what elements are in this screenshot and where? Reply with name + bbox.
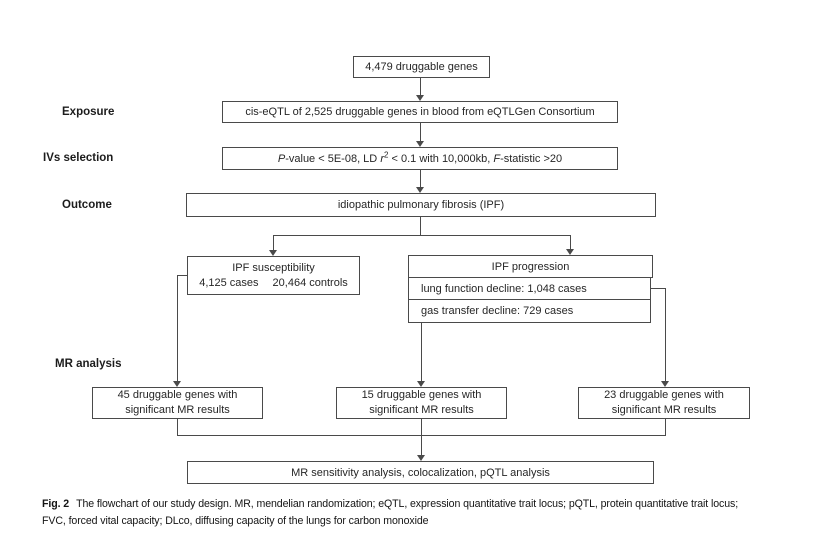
box-sensitivity-analysis-text: MR sensitivity analysis, colocalization,… [291, 466, 550, 479]
arrowhead-outcome [416, 187, 424, 193]
arrowhead-mr1 [173, 381, 181, 387]
box-druggable-genes-text: 4,479 druggable genes [365, 61, 478, 73]
box-mr1-line1: 45 druggable genes with [117, 389, 238, 401]
connector-susceptibility-to-mr1 [177, 275, 178, 381]
box-druggable-genes: 4,479 druggable genes [353, 56, 490, 78]
box-mr3-line1: 23 druggable genes with [604, 389, 724, 401]
box-lung-function-decline: lung function decline: 1,048 cases [408, 277, 651, 300]
box-lung-function-decline-text: lung function decline: 1,048 cases [421, 282, 587, 295]
row-label-mr-analysis: MR analysis [55, 358, 122, 370]
box-mr3-line2: significant MR results [611, 404, 717, 416]
box-mr-results-lung-function: 15 druggable genes with significant MR r… [336, 387, 507, 419]
arrowhead-susceptibility [269, 250, 277, 256]
box-mr-results-susceptibility: 45 druggable genes with significant MR r… [92, 387, 263, 419]
connector-lung-function-to-mr3 [665, 288, 666, 381]
row-label-outcome: Outcome [62, 199, 112, 211]
arrowhead-mr2 [417, 381, 425, 387]
box-mr2-line2: significant MR results [369, 404, 474, 416]
box-outcome: idiopathic pulmonary fibrosis (IPF) [186, 193, 656, 217]
figure-caption-label: Fig. 2 [42, 498, 70, 510]
row-label-exposure: Exposure [62, 106, 115, 118]
connector-mr1-stub [177, 419, 178, 436]
figure-caption-line2: FVC, forced vital capacity; DLco, diffus… [42, 515, 429, 527]
box-gas-transfer-decline-text: gas transfer decline: 729 cases [421, 305, 574, 317]
box-ivs-criteria-text: P-value < 5E-08, LD r2 < 0.1 with 10,000… [277, 149, 563, 165]
box-exposure: cis-eQTL of 2,525 druggable genes in blo… [222, 101, 618, 123]
arrowhead-ivs [416, 141, 424, 147]
arrowhead-bottom [417, 455, 425, 461]
box-outcome-text: idiopathic pulmonary fibrosis (IPF) [337, 199, 505, 211]
connector-mr3-stub [665, 419, 666, 436]
arrowhead-exposure [416, 95, 424, 101]
box-mr1-line2: significant MR results [125, 404, 230, 416]
arrowhead-mr3 [661, 381, 669, 387]
connector-susceptibility-elbow [177, 275, 187, 276]
box-ipf-progression-header: IPF progression [408, 255, 653, 278]
box-mr-results-gas-transfer: 23 druggable genes with significant MR r… [578, 387, 750, 419]
box-ipf-progression-header-text: IPF progression [491, 260, 570, 273]
box-gas-transfer-decline: gas transfer decline: 729 cases [408, 299, 651, 323]
box-exposure-text: cis-eQTL of 2,525 druggable genes in blo… [245, 106, 595, 118]
connector-gas-transfer-to-mr2 [421, 322, 422, 381]
connector-branch-right [570, 235, 571, 249]
connector-merge-to-bottom [421, 435, 422, 455]
connector-top-to-exposure [420, 78, 421, 96]
box-mr2-line1: 15 druggable genes with [361, 389, 482, 401]
connector-mr2-stub [421, 419, 422, 436]
connector-lung-function-elbow [650, 288, 665, 289]
connector-outcome-stem [420, 217, 421, 235]
arrowhead-progression [566, 249, 574, 255]
box-ivs-criteria: P-value < 5E-08, LD r2 < 0.1 with 10,000… [222, 147, 618, 170]
connector-ivs-to-outcome [420, 170, 421, 188]
box-sensitivity-analysis: MR sensitivity analysis, colocalization,… [187, 461, 654, 484]
box-ipf-susceptibility-title: IPF susceptibility [232, 261, 315, 274]
connector-exposure-to-ivs [420, 123, 421, 142]
connector-branch-left [273, 235, 274, 250]
connector-branch-bar [273, 235, 571, 236]
row-label-ivs-selection: IVs selection [43, 152, 114, 164]
